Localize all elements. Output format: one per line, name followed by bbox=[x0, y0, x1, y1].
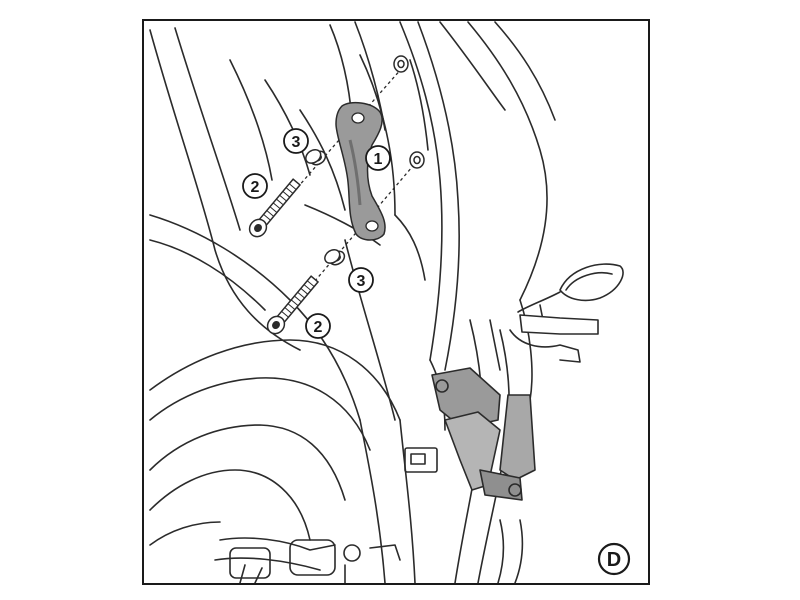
callout-label: 2 bbox=[314, 319, 323, 336]
fairing-mount-area bbox=[304, 54, 438, 473]
callout-3-upper: 3 bbox=[283, 128, 309, 154]
callout-label: 2 bbox=[251, 179, 260, 196]
callout-label: 1 bbox=[374, 151, 383, 168]
callout-label: 3 bbox=[292, 134, 301, 151]
step-badge: D bbox=[597, 542, 631, 576]
diagram-frame bbox=[142, 19, 650, 585]
lower-wiring bbox=[214, 537, 401, 583]
callout-2-lower: 2 bbox=[305, 313, 331, 339]
front-bracket bbox=[431, 367, 536, 583]
mirror-icon bbox=[489, 263, 624, 371]
callout-3-lower: 3 bbox=[348, 267, 374, 293]
callout-label: 3 bbox=[357, 273, 366, 290]
washer-icon bbox=[305, 148, 346, 266]
bolt-icon bbox=[248, 178, 320, 335]
step-badge-label: D bbox=[607, 549, 621, 571]
callout-2-upper: 2 bbox=[242, 173, 268, 199]
callout-1: 1 bbox=[365, 145, 391, 171]
bracket-icon bbox=[335, 101, 386, 241]
mount-holes bbox=[393, 55, 425, 169]
